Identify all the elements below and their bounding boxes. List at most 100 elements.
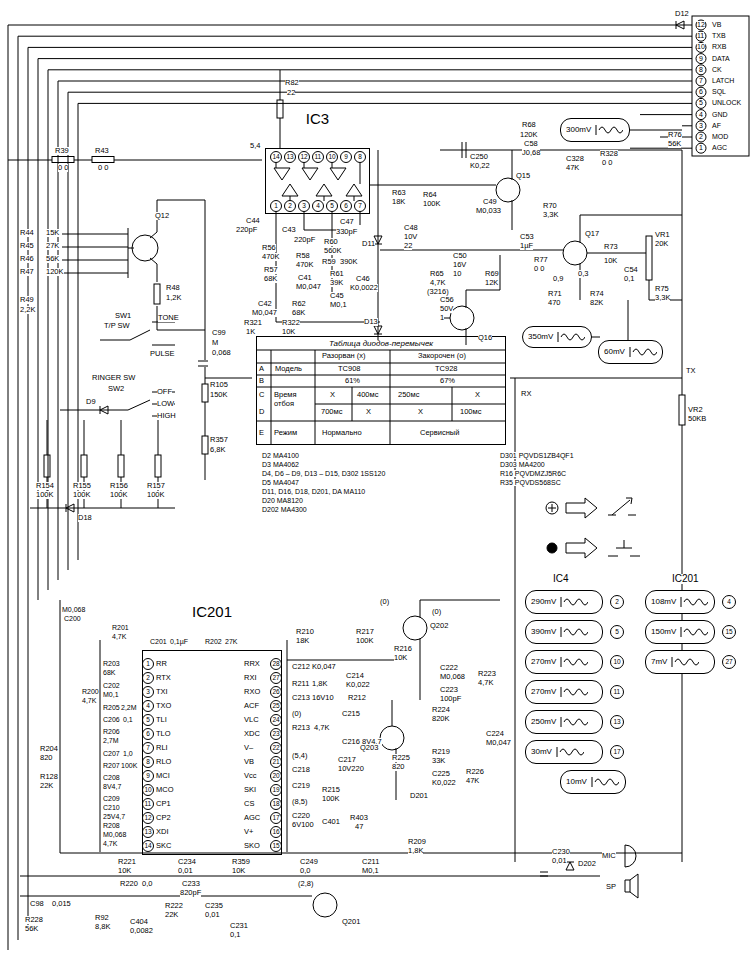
pin-number: 9 [699, 55, 703, 62]
value-label: K0,047 [312, 663, 336, 671]
pin-circle [696, 110, 706, 120]
value-label: 27K [46, 242, 59, 250]
pin-number: 3 [699, 122, 703, 129]
pin-number: 18 [272, 801, 279, 808]
value-label: 67% [440, 377, 455, 385]
value-label: 400мс [357, 391, 378, 399]
value-label: 10K [232, 867, 245, 875]
part-name: R208 [103, 822, 120, 829]
value-label: 6,8K [210, 446, 225, 454]
wire-line [608, 498, 636, 515]
wire-line [100, 406, 108, 414]
value-label: 100K [147, 491, 165, 499]
value-label: 12K [485, 279, 498, 287]
pin-circle [313, 152, 324, 163]
waveform-callout: 10mV [560, 770, 626, 794]
part-name: C201 [150, 638, 167, 645]
part-name: R154 [36, 482, 54, 490]
wire-line [566, 862, 574, 870]
value-label: RX [521, 390, 531, 398]
pin-number: 1 [274, 203, 278, 210]
wire-line [8, 25, 692, 950]
value-label: M0,047 [486, 739, 511, 747]
wire-line [640, 114, 692, 115]
value-label: TXI [156, 688, 168, 696]
value-label: 0,1 [230, 931, 240, 939]
level-text: 300mV [566, 126, 591, 134]
waveform-callout: 350mV [522, 326, 592, 348]
part-name: C249 [300, 858, 318, 866]
pin-circle [271, 799, 282, 810]
wave-symbol [556, 745, 584, 759]
pin-circle [271, 771, 282, 782]
waveform-callout: 150mV [645, 620, 715, 644]
part-outline [679, 395, 685, 425]
pin-circle [696, 65, 706, 75]
pin-number: 13 [144, 829, 151, 836]
value-label: Режим [274, 429, 297, 437]
value-label: M0,1 [362, 867, 379, 875]
pin-circle [143, 799, 154, 810]
wave-line [557, 747, 584, 757]
pin-circle [450, 306, 474, 330]
wave-symbol [595, 123, 623, 137]
value-label: M0,047 [252, 309, 277, 317]
part-name: R226 [466, 768, 484, 776]
value-label: 4,7K [112, 633, 126, 640]
pin-circle [271, 701, 282, 712]
value-label: 100K [322, 795, 340, 803]
value-label: V– [244, 744, 253, 752]
pin-number: 14 [144, 843, 151, 850]
wire-line [198, 361, 208, 366]
value-label: 1,8K [312, 680, 327, 688]
value-label: 470K [296, 261, 314, 269]
pin-number: 4 [727, 599, 731, 606]
value-label: D202 MA4300 [262, 506, 307, 513]
value-label: D4, D6 – D9, D13 – D15, D302 1SS120 [262, 470, 385, 477]
value-label: 0,01 [552, 857, 567, 865]
value-label: RRX [244, 660, 260, 668]
part-name: R46 [20, 255, 34, 263]
value-label: 0 0 [534, 265, 544, 273]
value-label: D [259, 408, 264, 416]
value-label: 1,0 [123, 750, 133, 757]
pin-number: 10 [697, 43, 705, 50]
pin-number: 14 [272, 154, 279, 161]
wire-line [62, 228, 134, 278]
pin-number: 4 [316, 203, 320, 210]
value-label: AGC [712, 144, 727, 151]
value-label: (3216) [427, 288, 449, 296]
level-text: 290mV [531, 598, 556, 606]
waveform-callout: 60mV [598, 340, 663, 364]
part-outline [81, 455, 87, 477]
pin-circle [723, 656, 736, 669]
part-outline [155, 455, 161, 477]
wire-line [274, 168, 346, 180]
value-label: B [259, 377, 264, 385]
part-name: R156 [110, 482, 128, 490]
pin-number: 3 [146, 689, 150, 696]
pin-number: 21 [272, 759, 279, 766]
value-label: 100K [423, 200, 441, 208]
value-label: RTX [156, 674, 171, 682]
value-label: 470K [262, 253, 280, 261]
pin-circle [271, 673, 282, 684]
value-label: 220pF [294, 236, 315, 244]
level-text: 270mV [531, 658, 556, 666]
waveform-callout: 7mV [645, 650, 715, 674]
pin-number: 2 [615, 599, 619, 606]
value-label: RXB [712, 43, 726, 50]
pin-circle [341, 152, 352, 163]
wire-line [682, 125, 692, 126]
pin-circle [611, 596, 624, 609]
pin-circle [271, 715, 282, 726]
part-name: R47 [20, 268, 34, 276]
value-label: SW1 [115, 312, 131, 320]
wire-line [68, 92, 692, 570]
part-name: R69 [485, 270, 499, 278]
value-label: 5,4 [250, 142, 260, 150]
pin-number: 12 [144, 815, 151, 822]
wave-symbol [671, 655, 699, 669]
part-name: C45 [330, 292, 344, 300]
part-name: C404 [130, 918, 148, 926]
